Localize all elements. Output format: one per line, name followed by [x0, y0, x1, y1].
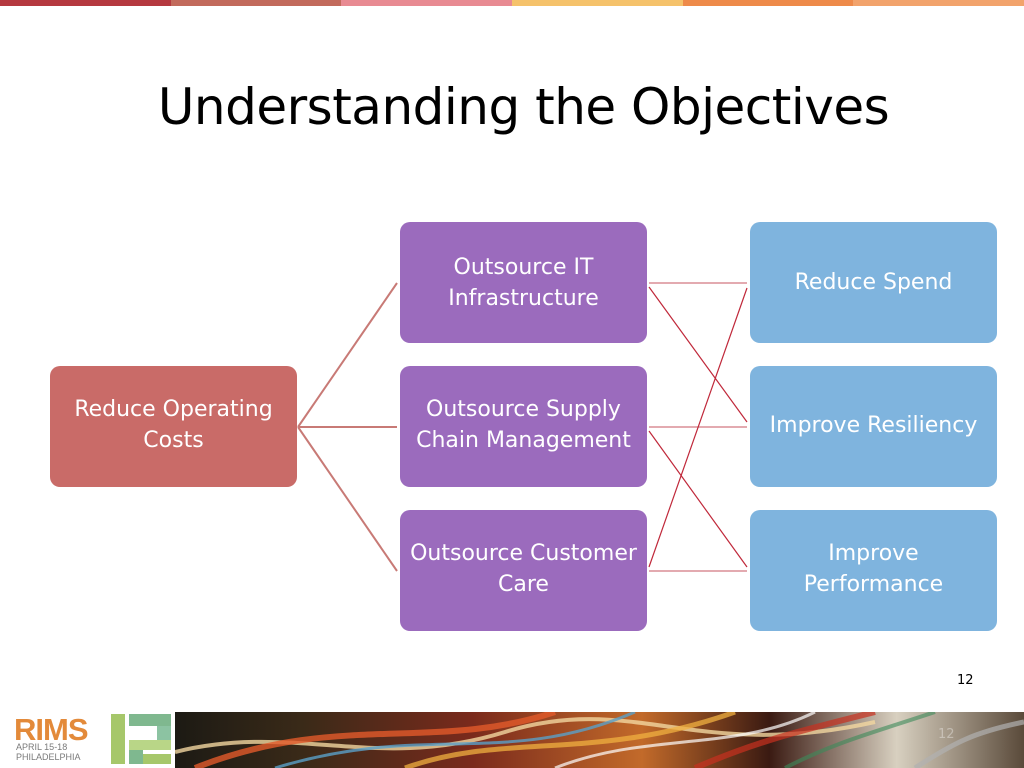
strategy-node-supply-chain: Outsource Supply Chain Management — [400, 366, 647, 487]
outcome-node-reduce-spend: Reduce Spend — [750, 222, 997, 343]
outcome-label-line1: Reduce Spend — [794, 270, 953, 295]
outcome-label-line2: Performance — [803, 572, 944, 597]
tree-connector-top — [297, 282, 398, 428]
top-bar-segment — [512, 0, 683, 6]
strategy-label-line1: Outsource Customer — [410, 541, 637, 566]
page-number: 12 — [957, 673, 974, 688]
outcome-label-line1: Improve — [828, 541, 919, 566]
link-it-to-resiliency — [648, 286, 748, 423]
outcome-label-line1: Improve Resiliency — [769, 413, 978, 438]
root-node-reduce-operating-costs: Reduce Operating Costs — [50, 366, 297, 487]
strategy-node-customer-care: Outsource Customer Care — [400, 510, 647, 631]
logo-event-line2: PHILADELPHIA — [16, 752, 81, 762]
strategy-node-it-infrastructure: Outsource IT Infrastructure — [400, 222, 647, 343]
logo-text: RIMS — [14, 712, 88, 747]
top-color-bar — [0, 0, 1024, 6]
strategy-label-line1: Outsource IT — [453, 255, 594, 280]
root-node-label-line1: Reduce Operating — [74, 397, 273, 422]
strategy-label-line1: Outsource Supply — [426, 397, 621, 422]
slide-title: Understanding the Objectives — [157, 78, 890, 136]
tree-connector-bottom — [297, 426, 398, 572]
top-bar-segment — [341, 0, 513, 6]
logo-emblem-icon — [111, 714, 171, 764]
logo-event-info: APRIL 15-18 PHILADELPHIA — [16, 742, 81, 762]
root-node-label-line2: Costs — [143, 428, 204, 453]
link-care-to-spend — [648, 287, 748, 568]
link-supply-to-performance — [648, 430, 748, 568]
footer-abstract-photo — [175, 712, 1024, 768]
top-bar-segment — [170, 0, 342, 6]
rims-logo: RIMS APRIL 15-18 PHILADELPHIA — [14, 712, 174, 768]
outcome-node-improve-resiliency: Improve Resiliency — [750, 366, 997, 487]
footer-page-number: 12 — [938, 727, 955, 742]
top-bar-segment — [0, 0, 171, 6]
outcome-node-improve-performance: Improve Performance — [750, 510, 997, 631]
logo-event-line1: APRIL 15-18 — [16, 742, 68, 752]
top-bar-segment — [853, 0, 1024, 6]
top-bar-segment — [682, 0, 854, 6]
strategy-label-line2: Chain Management — [416, 428, 631, 453]
strategy-label-line2: Care — [498, 572, 549, 597]
strategy-label-line2: Infrastructure — [448, 286, 599, 311]
